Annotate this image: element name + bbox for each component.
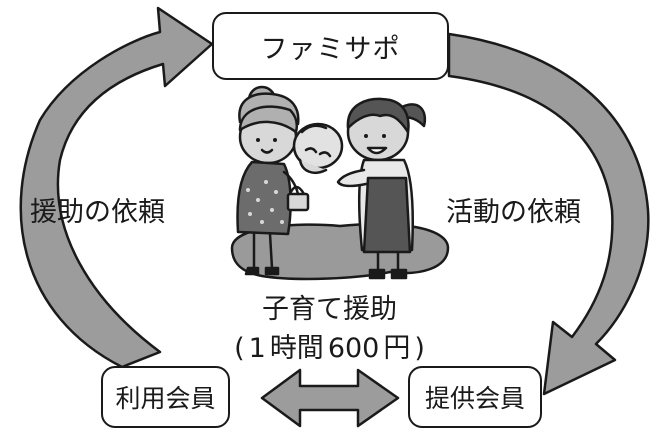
- arrow-double-horizontal: [260, 368, 400, 428]
- arrow-right-curved: [447, 32, 650, 396]
- node-famisapo: ファミサポ: [212, 12, 449, 80]
- fee-close-paren: ): [414, 333, 425, 364]
- fee-unit-time: 時間: [269, 333, 324, 364]
- fee-amount: 600: [327, 333, 380, 364]
- mother-figure: [236, 85, 310, 276]
- edge-label-request-activity: 活動の依頼: [446, 197, 581, 228]
- fee-value: 1: [248, 333, 266, 364]
- mother-baby-caregiver-illustration: [230, 85, 450, 281]
- baby-figure: [292, 122, 344, 174]
- center-title: 子育て援助: [262, 294, 397, 325]
- arrow-left-curved: [19, 6, 214, 369]
- node-provider-member: 提供会員: [408, 366, 542, 428]
- fee-currency: 円: [383, 333, 411, 364]
- node-user-member: 利用会員: [101, 366, 230, 428]
- edge-label-request-help: 援助の依頼: [30, 197, 165, 228]
- caregiver-figure: [336, 97, 427, 280]
- fee-open-paren: (: [234, 333, 245, 364]
